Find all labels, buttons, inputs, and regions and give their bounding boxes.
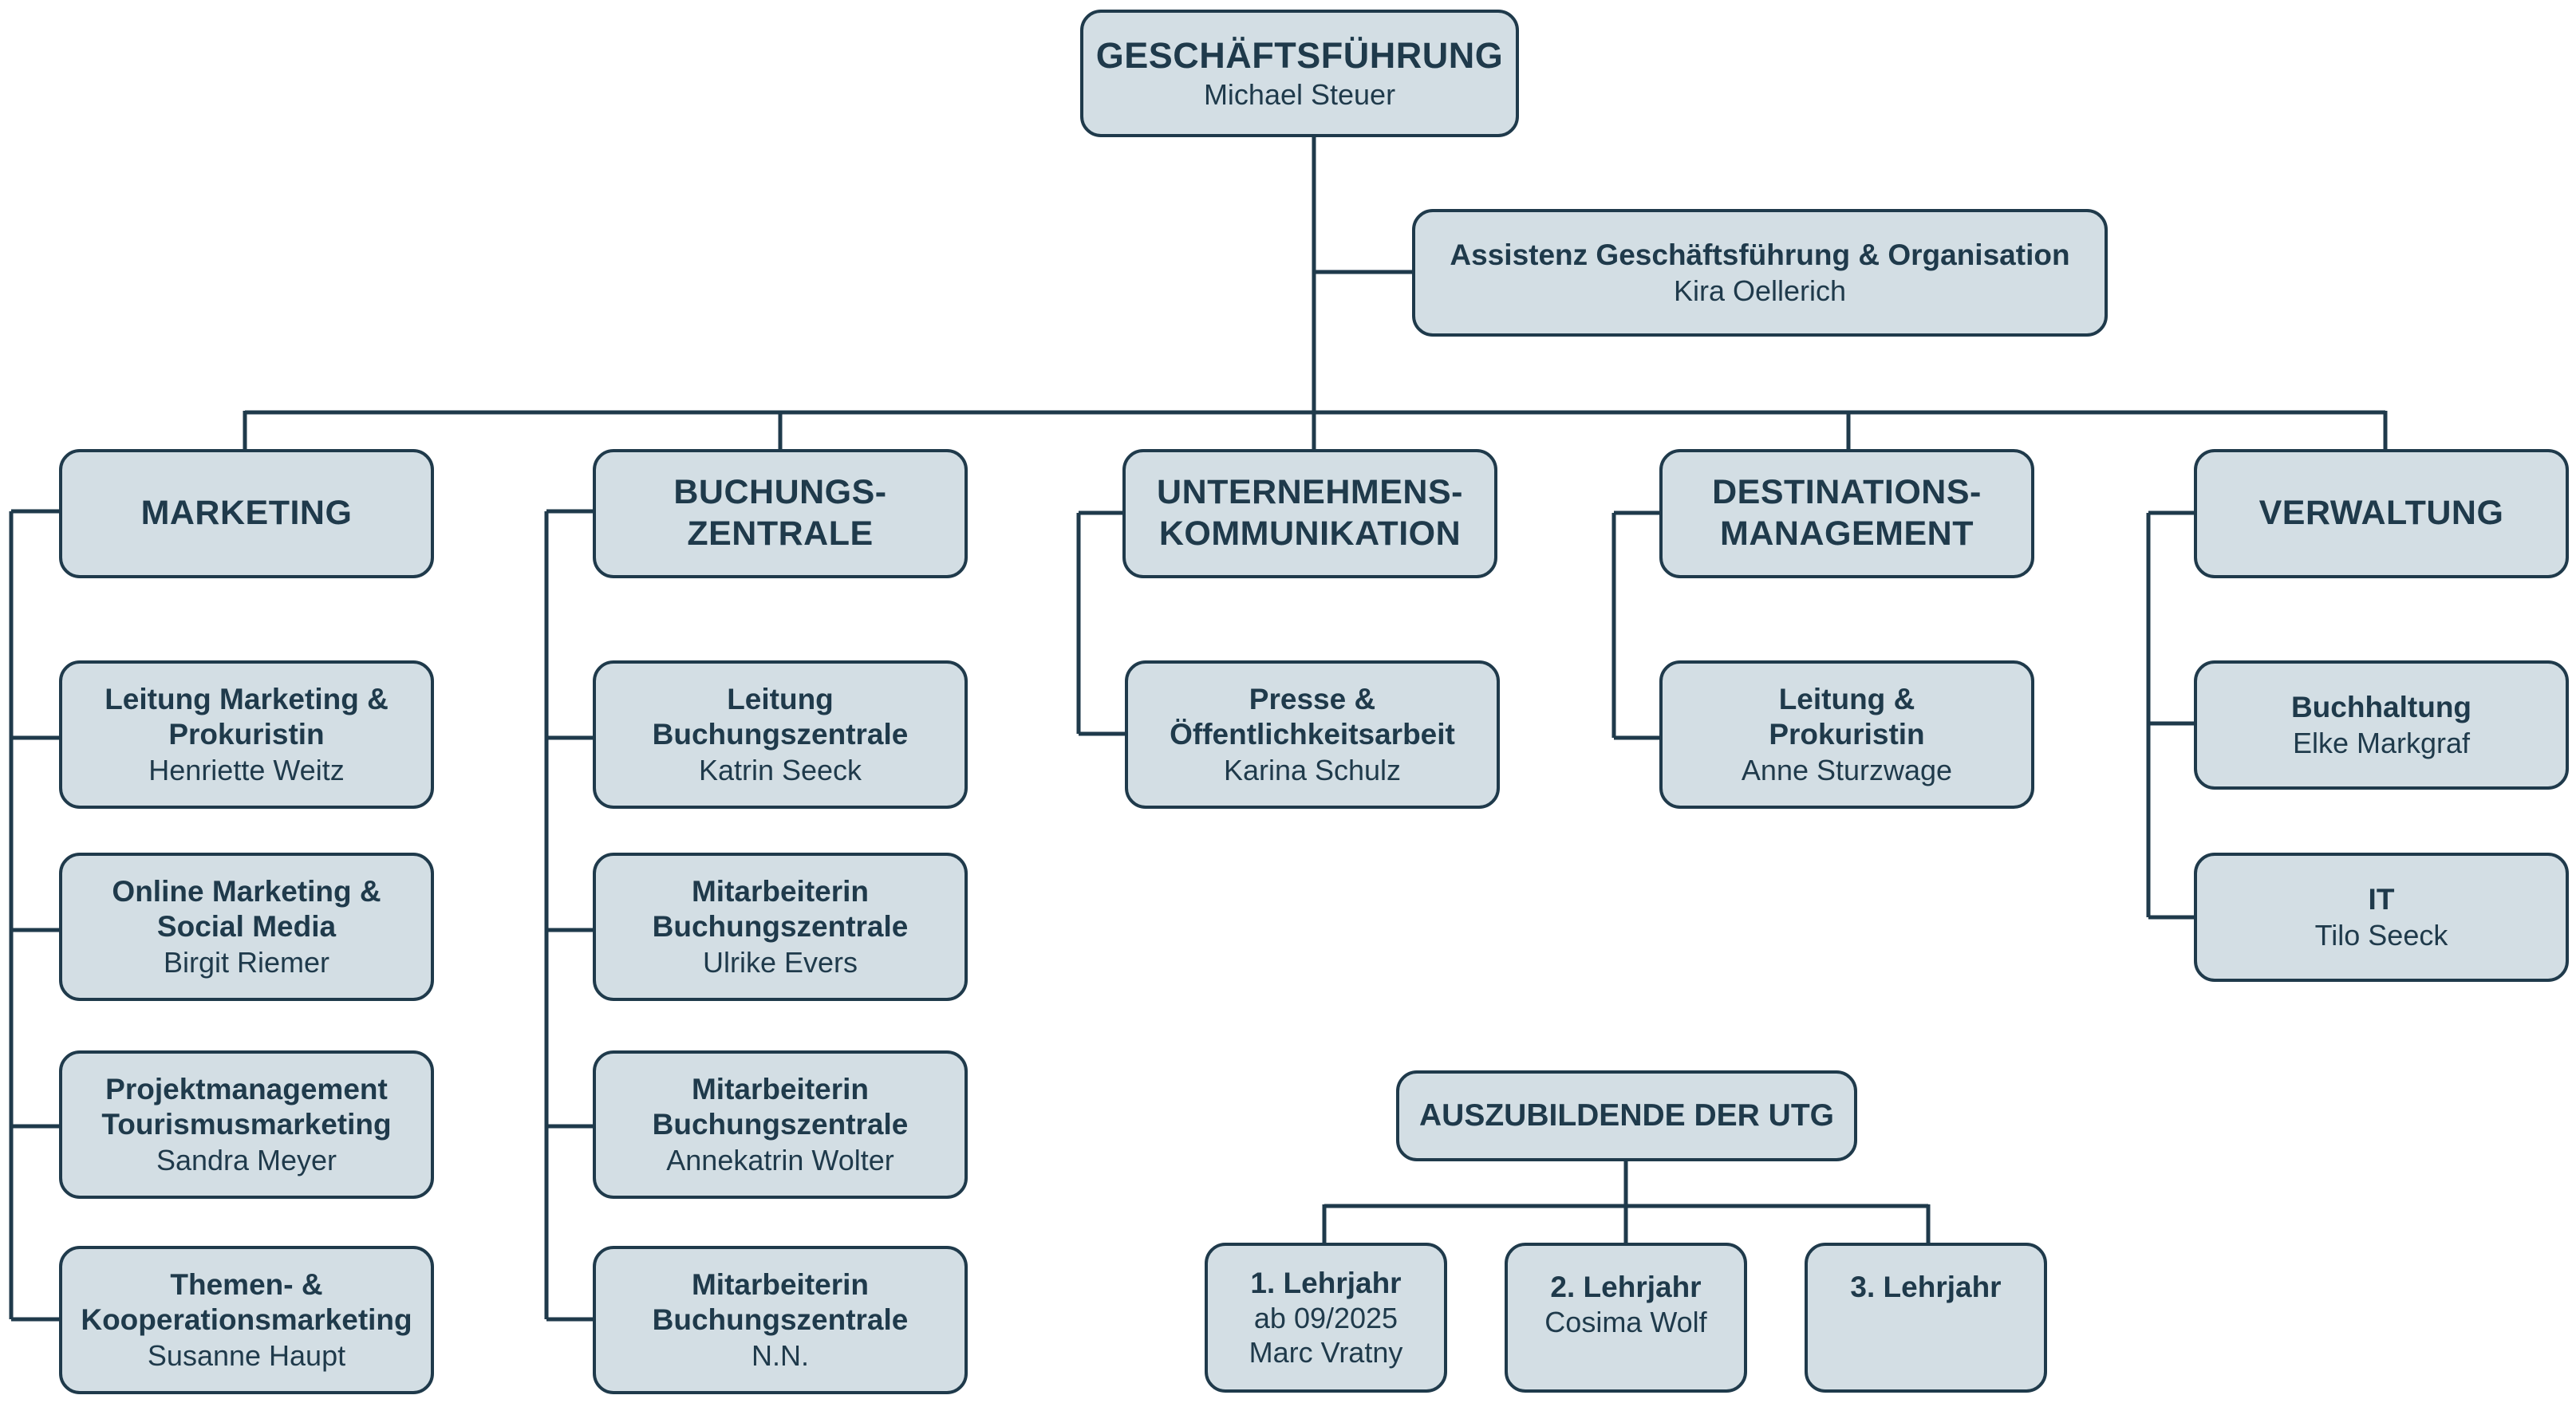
dept-title-line: KOMMUNIKATION (1158, 514, 1462, 553)
position-role-line: Buchungszentrale (652, 718, 909, 751)
dept-title-line: DESTINATIONS- (1712, 473, 1982, 512)
dept-buchungszentrale-box: BUCHUNGS- ZENTRALE (593, 449, 968, 578)
position-person: Sandra Meyer (156, 1143, 337, 1176)
position-person: Susanne Haupt (147, 1338, 346, 1372)
position-role-line: Kooperationsmarketing (81, 1303, 412, 1337)
position-role-line: Leitung & (1778, 683, 1915, 716)
dept-title-line: VERWALTUNG (2258, 494, 2504, 533)
dept-marketing-box: MARKETING (59, 449, 434, 578)
dept-verwaltung-box: VERWALTUNG (2194, 449, 2569, 578)
assistant-role: Assistenz Geschäftsführung & Organisatio… (1450, 238, 2070, 272)
position-box: Mitarbeiterin Buchungszentrale Annekatri… (593, 1050, 968, 1199)
position-role-line: IT (2368, 883, 2395, 916)
position-box: Projektmanagement Tourismusmarketing San… (59, 1050, 434, 1199)
position-box: Leitung Buchungszentrale Katrin Seeck (593, 660, 968, 809)
position-person: Katrin Seeck (698, 753, 862, 786)
dept-title-line: MARKETING (140, 494, 353, 533)
position-role-line: Buchungszentrale (652, 1108, 909, 1141)
position-role-line: Mitarbeiterin (691, 1073, 870, 1106)
position-box: Themen- & Kooperationsmarketing Susanne … (59, 1246, 434, 1394)
position-role-line: Tourismusmarketing (101, 1108, 392, 1141)
position-role-line: Themen- & (170, 1268, 323, 1302)
position-box: Mitarbeiterin Buchungszentrale Ulrike Ev… (593, 853, 968, 1001)
top-management-box: GESCHÄFTSFÜHRUNG Michael Steuer (1080, 10, 1519, 137)
trainee-detail: ab 09/2025 (1253, 1302, 1398, 1334)
trainees-header-box: AUSZUBILDENDE DER UTG (1396, 1070, 1857, 1161)
position-box: Buchhaltung Elke Markgraf (2194, 660, 2569, 790)
dept-title-line: UNTERNEHMENS- (1157, 473, 1463, 512)
trainee-year-label: 2. Lehrjahr (1550, 1271, 1702, 1303)
trainee-year-box: 2. Lehrjahr Cosima Wolf (1505, 1243, 1747, 1393)
dept-unternehmenskommunikation-box: UNTERNEHMENS- KOMMUNIKATION (1122, 449, 1497, 578)
position-person: Elke Markgraf (2292, 726, 2471, 759)
dept-title-line: ZENTRALE (687, 514, 874, 553)
position-role-line: Social Media (156, 910, 337, 944)
trainee-year-label: 1. Lehrjahr (1250, 1266, 1402, 1299)
trainees-title: AUSZUBILDENDE DER UTG (1418, 1098, 1834, 1133)
trainee-year-box: 3. Lehrjahr (1805, 1243, 2047, 1393)
position-box: Leitung Marketing & Prokuristin Henriett… (59, 660, 434, 809)
position-box: Leitung & Prokuristin Anne Sturzwage (1659, 660, 2034, 809)
position-person: Ulrike Evers (702, 945, 858, 979)
trainee-person: Marc Vratny (1249, 1336, 1403, 1370)
position-box: IT Tilo Seeck (2194, 853, 2569, 982)
position-role-line: Online Marketing & (112, 875, 381, 908)
position-role-line: Prokuristin (168, 718, 325, 751)
trainee-year-label: 3. Lehrjahr (1850, 1271, 2002, 1303)
dept-title-line: BUCHUNGS- (673, 473, 887, 512)
position-box: Mitarbeiterin Buchungszentrale N.N. (593, 1246, 968, 1394)
position-role-line: Mitarbeiterin (691, 1268, 870, 1302)
trainee-person: Cosima Wolf (1544, 1306, 1707, 1339)
dept-title-line: MANAGEMENT (1720, 514, 1974, 553)
position-person: Birgit Riemer (163, 945, 330, 979)
position-role-line: Presse & (1249, 683, 1376, 716)
position-person: Karina Schulz (1223, 753, 1402, 786)
position-role-line: Prokuristin (1769, 718, 1925, 751)
position-role-line: Mitarbeiterin (691, 875, 870, 908)
position-role-line: Buchhaltung (2290, 691, 2472, 724)
trainee-year-box: 1. Lehrjahr ab 09/2025 Marc Vratny (1205, 1243, 1447, 1393)
top-management-title: GESCHÄFTSFÜHRUNG (1095, 35, 1504, 77)
assistant-box: Assistenz Geschäftsführung & Organisatio… (1412, 209, 2108, 337)
position-role-line: Leitung (727, 683, 834, 716)
dept-destinationsmanagement-box: DESTINATIONS- MANAGEMENT (1659, 449, 2034, 578)
position-person: Tilo Seeck (2314, 918, 2448, 952)
position-role-line: Öffentlichkeitsarbeit (1170, 718, 1455, 751)
position-role-line: Leitung Marketing & (105, 683, 389, 716)
position-person: N.N. (751, 1338, 809, 1372)
position-box: Presse & Öffentlichkeitsarbeit Karina Sc… (1125, 660, 1500, 809)
position-role-line: Projektmanagement (105, 1073, 388, 1106)
position-box: Online Marketing & Social Media Birgit R… (59, 853, 434, 1001)
position-role-line: Buchungszentrale (652, 1303, 909, 1337)
position-person: Anne Sturzwage (1741, 753, 1953, 786)
position-role-line: Buchungszentrale (652, 910, 909, 944)
top-management-person: Michael Steuer (1203, 78, 1396, 112)
position-person: Henriette Weitz (148, 753, 345, 786)
assistant-person: Kira Oellerich (1673, 274, 1847, 307)
position-person: Annekatrin Wolter (666, 1143, 894, 1176)
